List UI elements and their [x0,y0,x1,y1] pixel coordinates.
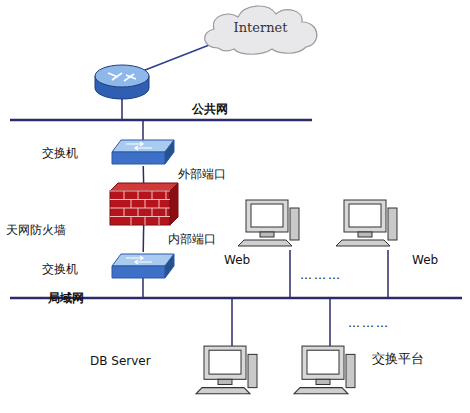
network-label: 公共网 [192,102,262,116]
firewall-symbol [110,183,178,225]
node-label: Web [412,253,462,267]
network-link [143,166,145,183]
node-label: 交换机 [42,262,108,276]
network-link [142,225,144,252]
computer-node: DB Server [196,344,258,398]
public-bus [10,119,312,122]
router-symbol [95,65,149,99]
switch-symbol [112,254,174,278]
computer-outline [196,344,258,398]
cloud-node: Internet [198,2,323,57]
node-label: DB Server [90,354,190,368]
annotation-label: ……… [348,316,418,330]
router-drop [121,99,123,120]
firewall-node: 天网防火墙 [110,183,178,225]
annotation-label: 内部端口 [168,232,238,246]
host-drop [231,298,233,346]
computer-outline [238,198,300,250]
computer-node: Web [238,198,300,250]
computer-node: 交换平台 [294,344,356,398]
annotation-label: 外部端口 [178,167,248,181]
switch-node: 交换机 [112,252,174,280]
node-label: 天网防火墙 [6,223,106,237]
computer-outline [336,198,398,250]
computer-node: Web [336,198,398,250]
switch-symbol [112,140,174,164]
computer-symbol [336,200,397,246]
switch-outline [112,138,174,166]
node-label: Internet [198,21,323,35]
computer-symbol [238,200,299,246]
host-drop [387,250,389,298]
node-label: Web [224,253,274,267]
network-label: 局域网 [48,291,118,305]
annotation-label: ……… [300,268,370,282]
switch-drop [142,278,144,298]
switch-drop [142,120,144,140]
firewall-outline [110,183,178,225]
computer-symbol [196,346,257,394]
switch-outline [112,252,174,280]
node-label: 交换平台 [372,352,452,366]
computer-symbol [294,346,355,394]
node-label: 交换机 [42,146,108,160]
host-drop [289,250,291,298]
host-drop [329,298,331,346]
computer-outline [294,344,356,398]
switch-node: 交换机 [112,138,174,166]
